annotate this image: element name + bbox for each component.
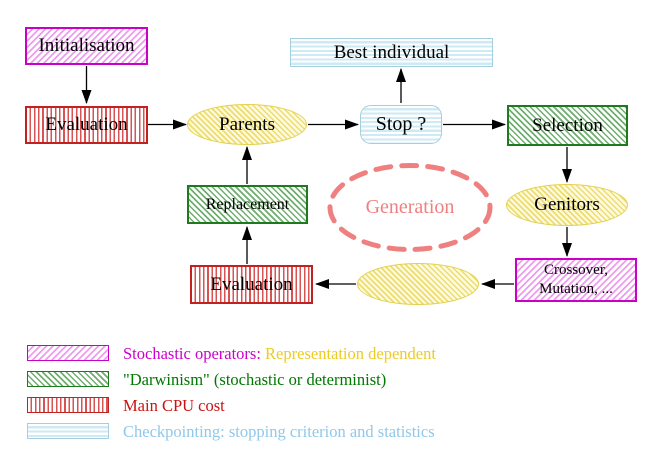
legend-cpu-label: Main CPU cost bbox=[123, 396, 225, 415]
legend-swatch-main-cpu-cost bbox=[27, 397, 109, 413]
legend-swatch-darwinism bbox=[27, 371, 109, 387]
generation-cycle-label: Generation bbox=[328, 165, 492, 250]
node-evaluation-top-label: Evaluation bbox=[45, 114, 128, 135]
node-parents: Parents bbox=[187, 104, 307, 145]
node-selection: Selection bbox=[507, 105, 628, 146]
node-evaluation-bottom-label: Evaluation bbox=[210, 273, 293, 295]
node-initialisation: Initialisation bbox=[25, 27, 148, 65]
node-genitors-label: Genitors bbox=[534, 194, 600, 215]
legend-text-main-cpu-cost: Main CPU cost bbox=[123, 396, 225, 415]
legend-swatch-checkpointing bbox=[27, 423, 109, 439]
node-replacement-label: Replacement bbox=[205, 195, 290, 213]
generation-cycle-ellipse bbox=[327, 163, 493, 252]
legend-stochastic-label: Stochastic operators: bbox=[123, 344, 261, 363]
legend-stochastic-note: Representation dependent bbox=[265, 344, 436, 363]
node-best-individual: Best individual bbox=[290, 38, 493, 67]
legend-swatch-stochastic-operators bbox=[27, 345, 109, 361]
node-parents-label: Parents bbox=[219, 113, 275, 135]
legend-text-stochastic-operators: Stochastic operators: Representation dep… bbox=[123, 344, 436, 363]
node-selection-label: Selection bbox=[532, 114, 603, 136]
node-evaluation-top: Evaluation bbox=[25, 106, 148, 144]
node-offspring bbox=[357, 263, 479, 305]
node-replacement: Replacement bbox=[187, 185, 308, 224]
generation-text: Generation bbox=[365, 196, 455, 218]
node-evaluation-bottom: Evaluation bbox=[190, 265, 313, 304]
legend-text-checkpointing: Checkpointing: stopping criterion and st… bbox=[123, 422, 435, 441]
legend-text-darwinism: "Darwinism" (stochastic or determinist) bbox=[123, 370, 387, 389]
node-crossover-mutation-label: Crossover, Mutation, ... bbox=[539, 262, 613, 297]
legend-darwinism-label: "Darwinism" (stochastic or determinist) bbox=[123, 370, 387, 389]
node-stop-label: Stop ? bbox=[375, 113, 427, 135]
node-genitors: Genitors bbox=[506, 184, 628, 226]
legend-checkpointing-label: Checkpointing: stopping criterion and st… bbox=[123, 422, 435, 441]
node-initialisation-label: Initialisation bbox=[38, 35, 135, 56]
node-stop: Stop ? bbox=[360, 105, 442, 144]
node-best-individual-label: Best individual bbox=[333, 41, 450, 63]
node-crossover-mutation: Crossover, Mutation, ... bbox=[515, 258, 637, 302]
